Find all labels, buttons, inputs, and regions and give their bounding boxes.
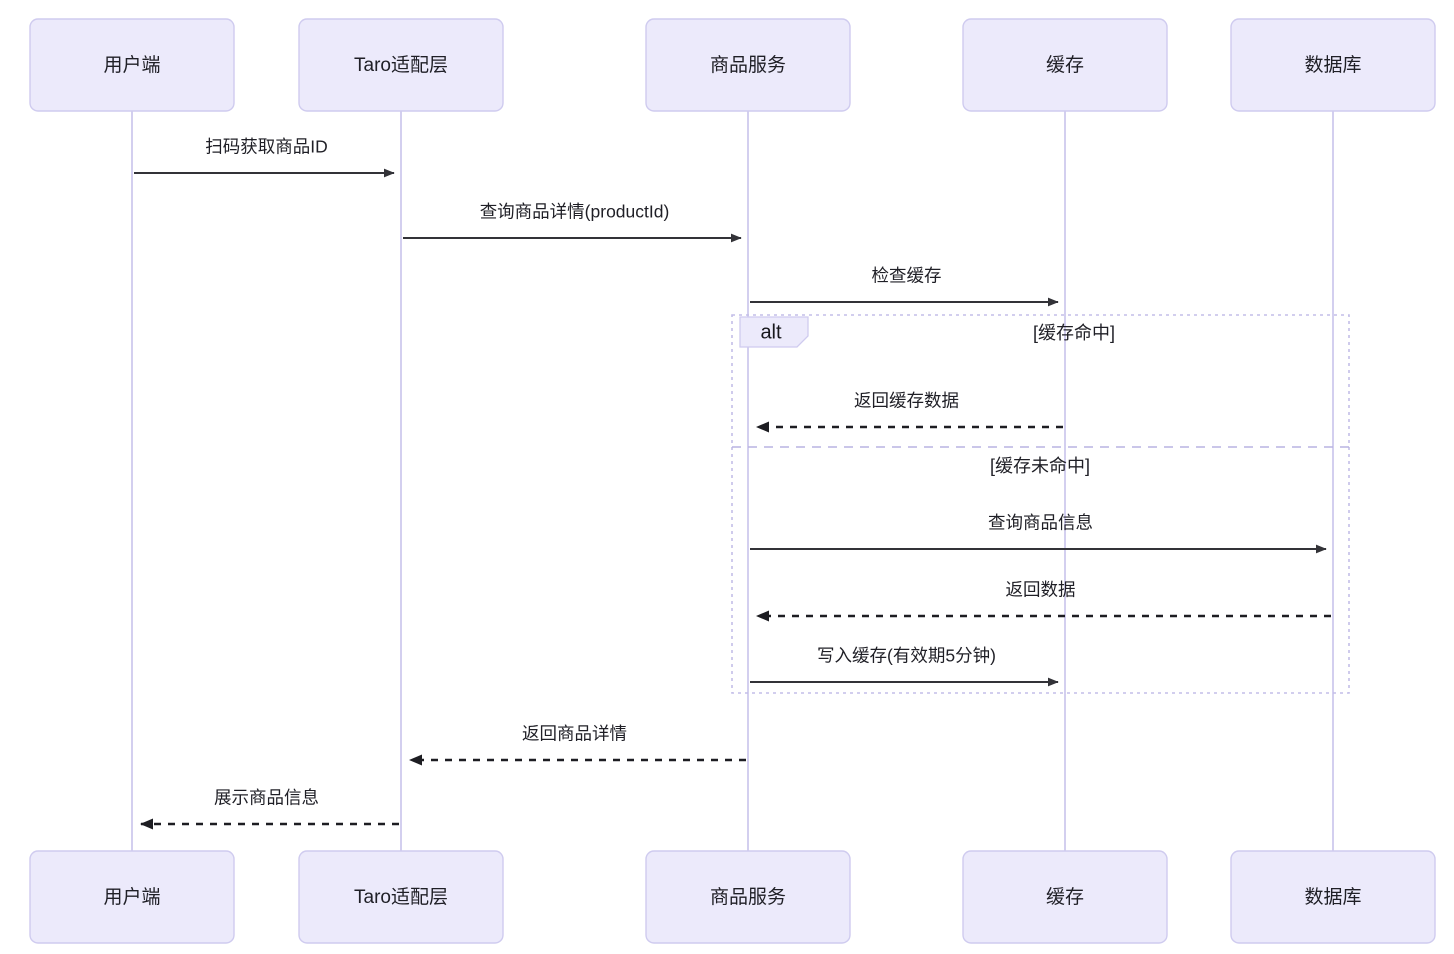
participant-label-product-bottom: 商品服务 [710,886,786,908]
participant-label-taro-bottom: Taro适配层 [354,886,448,908]
message-label-5: 查询商品信息 [988,513,1093,533]
messages-layer: 扫码获取商品ID 查询商品详情(productId) 检查缓存返回缓存数据查询商品信… [134,137,1331,830]
participant-label-cache-bottom: 缓存 [1046,886,1084,908]
participant-label-cache-top: 缓存 [1046,54,1084,76]
message-label-6: 返回数据 [1006,580,1076,600]
participant-box-taro-top[interactable] [298,18,504,112]
message-label-9: 展示商品信息 [214,788,319,808]
message-label-4: 返回缓存数据 [854,391,959,411]
participant-label-client-top: 用户端 [103,54,160,76]
participant-box-product-bottom[interactable] [645,850,851,944]
alt-operator-tab [739,316,809,348]
participant-box-taro-bottom[interactable] [298,850,504,944]
participant-label-product-top: 商品服务 [710,54,786,76]
participant-box-client-top[interactable] [29,18,235,112]
alt-branch-condition-2: [缓存未命中] [990,456,1090,476]
message-label-8: 返回商品详情 [522,724,627,744]
lifelines-layer [131,111,1334,851]
message-label-1: 扫码获取商品ID [205,137,328,157]
alt-branch-condition-1: [缓存命中] [1033,323,1115,343]
alt-operator-label: alt [760,321,782,343]
participant-box-product-top[interactable] [645,18,851,112]
alt-fragment-border [731,314,1350,694]
participant-label-db-bottom: 数据库 [1304,886,1361,908]
participant-box-cache-top[interactable] [962,18,1168,112]
alt-fragment-layer: alt [缓存命中] [缓存未命中] [731,314,1350,694]
participant-label-db-top: 数据库 [1304,54,1361,76]
message-label-2: 查询商品详情(productId) [480,202,670,222]
message-label-3: 检查缓存 [872,266,942,286]
participant-box-client-bottom[interactable] [29,850,235,944]
participant-label-taro-top: Taro适配层 [354,54,448,76]
participant-box-db-bottom[interactable] [1230,850,1436,944]
message-label-7: 写入缓存(有效期5分钟) [817,646,996,666]
participant-box-db-top[interactable] [1230,18,1436,112]
participant-box-cache-bottom[interactable] [962,850,1168,944]
participant-label-client-bottom: 用户端 [103,886,160,908]
